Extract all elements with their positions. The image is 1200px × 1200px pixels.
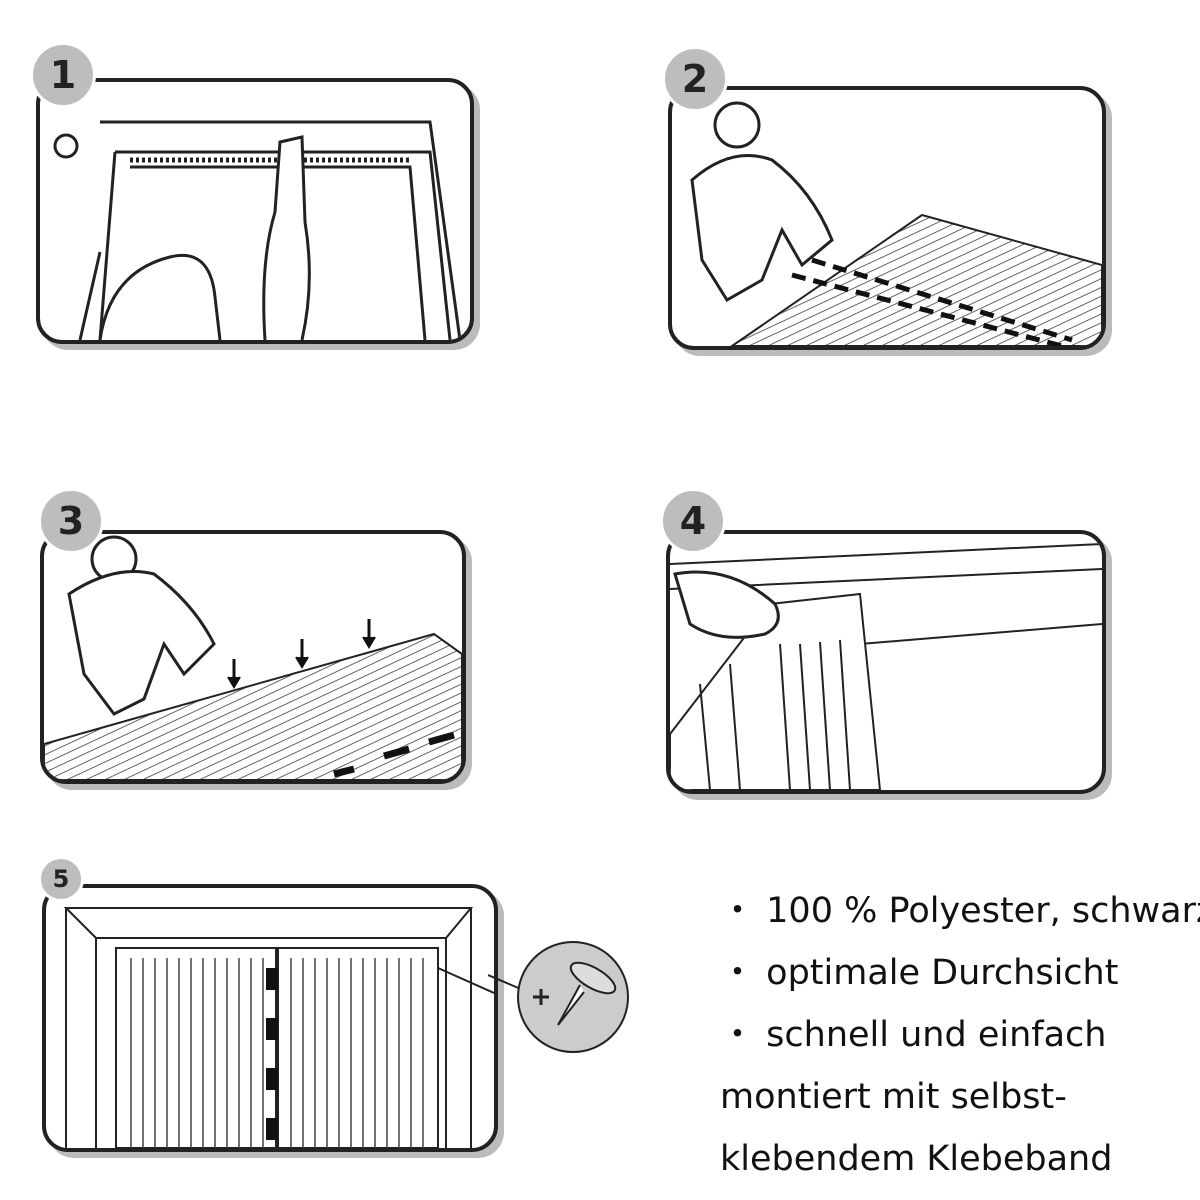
step-badge-5: 5 — [38, 856, 84, 902]
step-4-panel — [666, 530, 1106, 794]
mounted-curtain-illustration — [63, 907, 494, 1148]
step-badge-1: 1 — [30, 42, 96, 108]
cut-curtain-illustration — [690, 101, 1102, 346]
feature-item: ・ schnell und einfach — [720, 1004, 1190, 1066]
measure-frame-illustration — [53, 120, 462, 340]
push-pin-icon — [488, 941, 629, 1053]
press-curtain-illustration — [670, 543, 1102, 790]
step-badge-4: 4 — [660, 488, 726, 554]
step-badge-3: 3 — [38, 488, 104, 554]
feature-item: ・ 100 % Polyester, schwarz — [720, 880, 1200, 942]
step-2-panel — [668, 86, 1106, 350]
feature-text: schnell und einfach — [766, 1015, 1107, 1055]
bullet: ・ — [720, 953, 756, 993]
step-badge-2: 2 — [662, 46, 728, 112]
bullet: ・ — [720, 1015, 756, 1055]
feature-list: ・ 100 % Polyester, schwarz ・ optimale Du… — [720, 880, 1200, 1190]
feature-text: klebendem Klebeband — [720, 1139, 1113, 1179]
bullet: ・ — [720, 891, 756, 931]
step-1-panel — [36, 78, 474, 344]
feature-item: ・ optimale Durchsicht — [720, 942, 1190, 1004]
feature-text: 100 % Polyester, schwarz — [766, 891, 1200, 931]
attach-tape-illustration — [44, 535, 462, 780]
feature-text: montiert mit selbst- — [720, 1077, 1067, 1117]
step-3-panel — [40, 530, 466, 784]
step-5-panel — [42, 884, 498, 1152]
feature-text: optimale Durchsicht — [766, 953, 1119, 993]
